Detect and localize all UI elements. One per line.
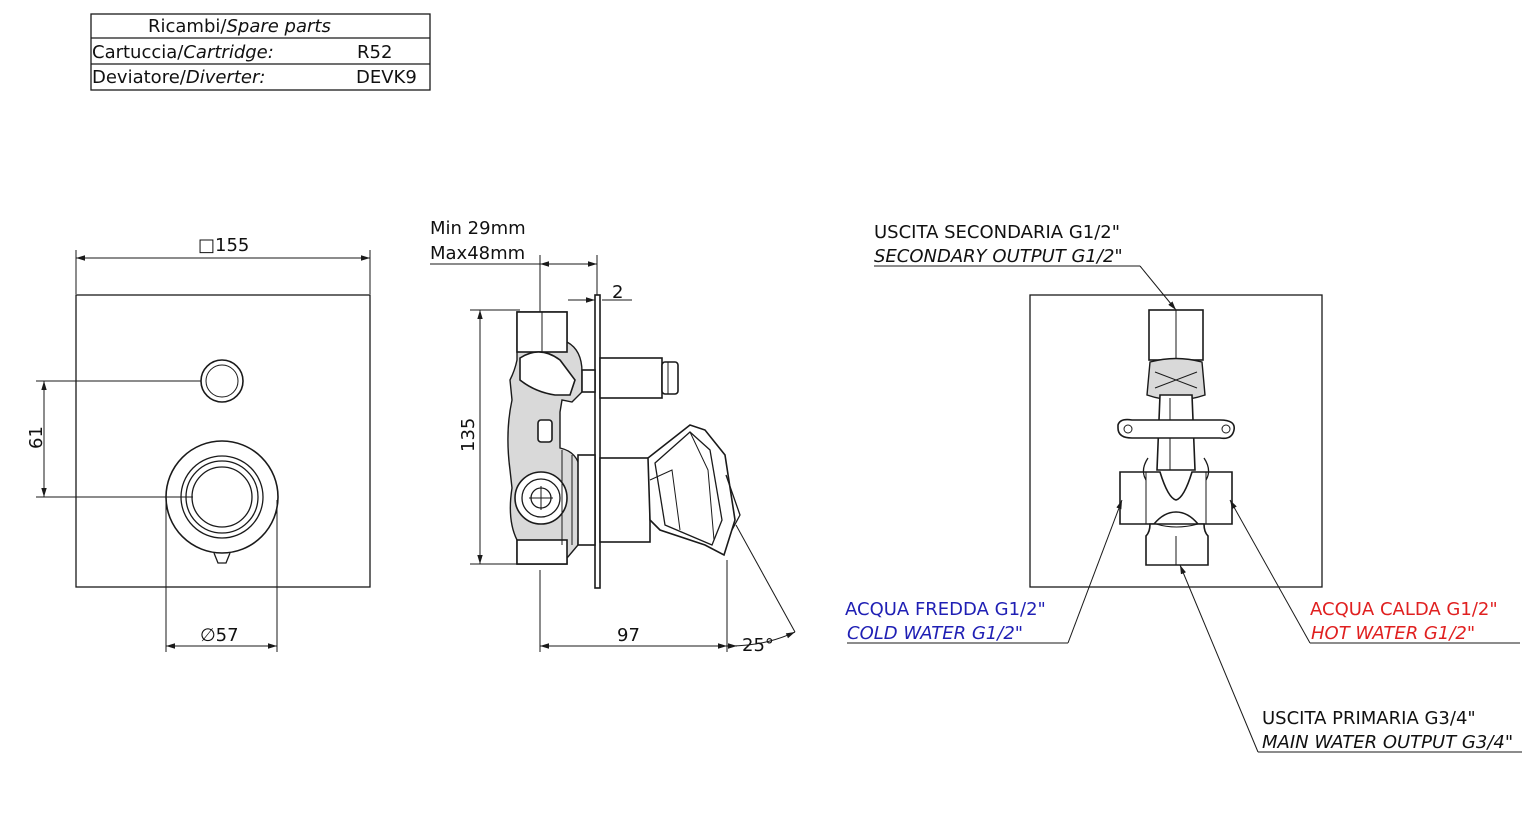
mounting-bracket: [1117, 418, 1236, 440]
cold-water-en: COLD WATER G1/2": [847, 623, 1023, 644]
rear-view: USCITA SECONDARIA G1/2" SECONDARY OUTPUT…: [845, 222, 1522, 753]
front-view: □155 61 ∅57: [26, 235, 371, 652]
side-plate: [594, 294, 601, 589]
diverter-stem: [599, 357, 663, 399]
handle-diameter-label: ∅57: [200, 625, 239, 646]
height-label: 135: [458, 418, 479, 452]
angle-label: 25°: [742, 635, 774, 656]
diverter-label: Deviatore/Diverter:: [92, 67, 265, 88]
rear-plate: [1029, 294, 1323, 588]
plate-thickness-label: 2: [612, 282, 623, 303]
hot-water-it: ACQUA CALDA G1/2": [1310, 599, 1498, 620]
plate-size-label: □155: [198, 235, 249, 256]
cover-plate: [75, 294, 371, 588]
depth-min-label: Min 29mm: [430, 218, 526, 239]
projection-label: 97: [617, 625, 640, 646]
side-view: Min 29mm Max48mm 2 135: [430, 218, 796, 656]
handle-sleeve: [599, 457, 651, 543]
table-header: Ricambi/Spare parts: [148, 16, 331, 37]
main-output-it: USCITA PRIMARIA G3/4": [1262, 708, 1476, 729]
spacing-label: 61: [26, 426, 47, 449]
secondary-output-it: USCITA SECONDARIA G1/2": [874, 222, 1120, 243]
mixer-body: [1119, 471, 1233, 525]
handle-lever: [647, 424, 736, 557]
secondary-output-en: SECONDARY OUTPUT G1/2": [874, 246, 1123, 267]
diverter-knob: [200, 359, 244, 403]
main-outlet: [1145, 523, 1209, 566]
diverter-value: DEVK9: [356, 67, 417, 88]
cold-water-it: ACQUA FREDDA G1/2": [845, 599, 1046, 620]
hot-water-en: HOT WATER G1/2": [1311, 623, 1475, 644]
cartridge-label: Cartuccia/Cartridge:: [92, 42, 274, 63]
main-output-en: MAIN WATER OUTPUT G3/4": [1262, 732, 1513, 753]
depth-max-label: Max48mm: [430, 243, 525, 264]
cartridge-value: R52: [357, 42, 392, 63]
spare-parts-table: Ricambi/Spare parts Cartuccia/Cartridge:…: [90, 13, 431, 91]
